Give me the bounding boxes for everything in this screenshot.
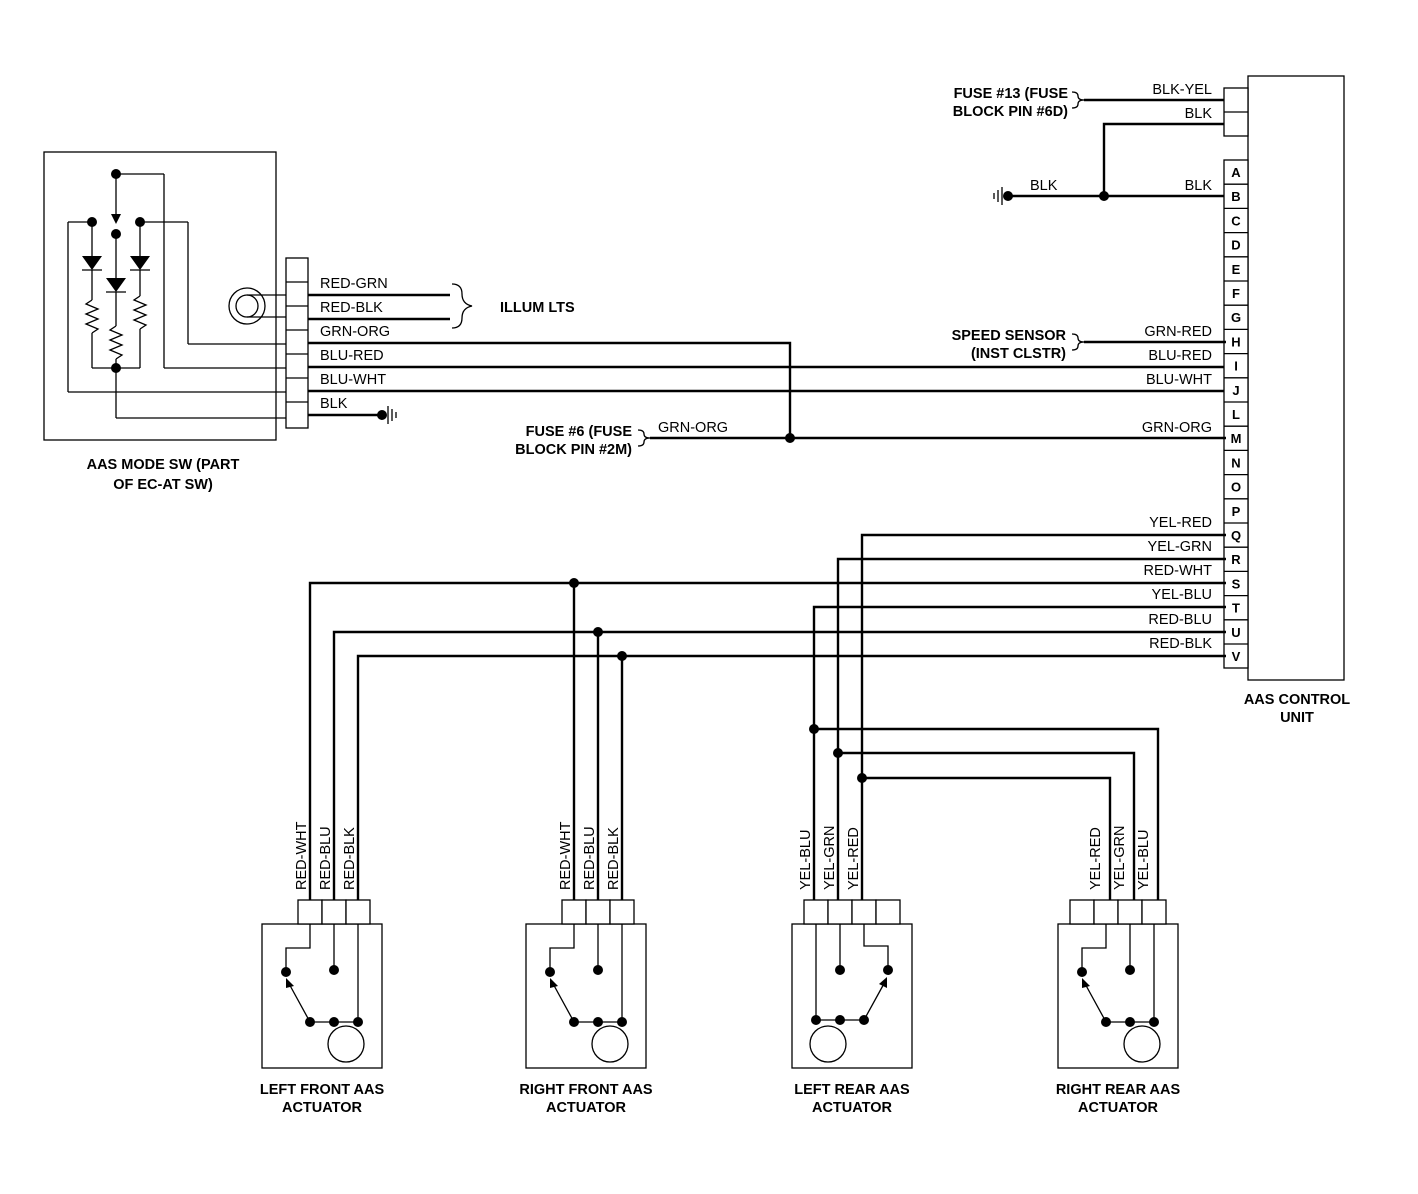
actuator-wire-label: YEL-GRN	[822, 826, 838, 890]
pin-u: U	[1231, 625, 1240, 640]
wire-label-grn-org-fuse: GRN-ORG	[658, 420, 728, 436]
pin-v: V	[1232, 649, 1241, 664]
wire-label-red-blu: RED-BLU	[1148, 612, 1212, 628]
actuator-wire-label: YEL-BLU	[798, 830, 814, 890]
pin-d: D	[1231, 238, 1240, 253]
wire-label-red-wht: RED-WHT	[1144, 563, 1213, 579]
pin-e: E	[1232, 262, 1241, 277]
illum-brace-icon	[451, 283, 473, 329]
actuator-wire-label: YEL-GRN	[1112, 826, 1128, 890]
wire-label-blu-red-unit: BLU-RED	[1148, 348, 1212, 364]
mode-switch-label-1: AAS MODE SW (PART	[87, 457, 240, 473]
wire-label-blk-ground: BLK	[1030, 178, 1058, 194]
actuator-label-2: ACTUATOR	[546, 1100, 627, 1116]
wire-label-red-grn: RED-GRN	[320, 276, 388, 292]
pin-h: H	[1231, 334, 1240, 349]
actuator-wire-label: RED-WHT	[558, 821, 574, 890]
pin-g: G	[1231, 310, 1241, 325]
mode-switch-label-2: OF EC-AT SW)	[113, 477, 213, 493]
wire-label-grn-org-unit: GRN-ORG	[1142, 420, 1212, 436]
wire-label-blk-yel: BLK-YEL	[1152, 82, 1212, 98]
actuator-label-2: ACTUATOR	[1078, 1100, 1159, 1116]
pin-q: Q	[1231, 528, 1241, 543]
actuator-wire-label: RED-BLU	[318, 826, 334, 890]
actuator-label-1: RIGHT REAR AAS	[1056, 1082, 1181, 1098]
actuator-label-2: ACTUATOR	[812, 1100, 893, 1116]
fuse13-label-1: FUSE #13 (FUSE	[954, 86, 1069, 102]
wire-label-yel-grn: YEL-GRN	[1148, 539, 1212, 555]
speed-sensor-label-1: SPEED SENSOR	[952, 328, 1067, 344]
illum-label: ILLUM LTS	[500, 300, 575, 316]
wire-label-red-blk: RED-BLK	[320, 300, 383, 316]
pin-p: P	[1232, 504, 1241, 519]
ground-icon	[387, 406, 397, 424]
pin-r: R	[1231, 552, 1241, 567]
speed-sensor-brace-icon	[1071, 333, 1085, 351]
pin-b: B	[1231, 189, 1240, 204]
control-unit-label-2: UNIT	[1280, 710, 1314, 726]
ground-icon-unit	[993, 187, 1003, 205]
pin-o: O	[1231, 480, 1241, 495]
actuator-label-1: RIGHT FRONT AAS	[519, 1082, 653, 1098]
actuator-0: RED-WHT RED-BLU RED-BLK LEFT FRONT AAS ACTUA…	[260, 821, 385, 1116]
wire-label-red-blk-unit: RED-BLK	[1149, 636, 1212, 652]
actuator-wire-label: RED-BLK	[342, 827, 358, 890]
actuator-label-2: ACTUATOR	[282, 1100, 363, 1116]
aas-mode-switch	[43, 151, 309, 441]
pin-m: M	[1231, 431, 1242, 446]
pin-l: L	[1232, 407, 1240, 422]
actuator-label-1: LEFT FRONT AAS	[260, 1082, 385, 1098]
actuator-wire-label: YEL-RED	[1088, 827, 1104, 890]
actuator-motor-icon	[327, 1025, 365, 1063]
fuse6-label-2: BLOCK PIN #2M)	[515, 442, 632, 458]
wire-label-grn-org: GRN-ORG	[320, 324, 390, 340]
actuator-motor-icon	[1123, 1025, 1161, 1063]
actuator-wire-label: YEL-RED	[846, 827, 862, 890]
wire-label-blu-wht: BLU-WHT	[320, 372, 386, 388]
actuator-label-1: LEFT REAR AAS	[794, 1082, 910, 1098]
pin-c: C	[1231, 213, 1241, 228]
fuse6-label-1: FUSE #6 (FUSE	[526, 424, 633, 440]
pin-i: I	[1234, 359, 1238, 374]
wire-label-grn-red: GRN-RED	[1144, 324, 1212, 340]
pin-s: S	[1232, 576, 1241, 591]
pin-j: J	[1232, 383, 1239, 398]
wire-label-blk-top: BLK	[1185, 106, 1213, 122]
actuator-wire-label: RED-BLK	[606, 827, 622, 890]
pin-n: N	[1231, 455, 1240, 470]
pin-f: F	[1232, 286, 1240, 301]
pin-a: A	[1231, 165, 1241, 180]
fuse13-label-2: BLOCK PIN #6D)	[953, 104, 1068, 120]
wire-label-blk: BLK	[320, 396, 348, 412]
actuator-group: RED-WHT RED-BLU RED-BLK LEFT FRONT AAS ACTUA…	[260, 821, 1181, 1116]
actuator-wire-label: RED-BLU	[582, 826, 598, 890]
wire-label-blk-b: BLK	[1185, 178, 1213, 194]
wire-label-yel-blu: YEL-BLU	[1152, 587, 1212, 603]
actuator-motor-icon	[591, 1025, 629, 1063]
wire-label-yel-red: YEL-RED	[1149, 515, 1212, 531]
actuator-wire-label: RED-WHT	[294, 821, 310, 890]
fuse6-brace-icon	[637, 429, 651, 447]
actuator-3: YEL-RED YEL-GRN YEL-BLU RIGHT REAR AAS ACTUA…	[1056, 826, 1181, 1116]
actuator-wire-label: YEL-BLU	[1136, 830, 1152, 890]
fuse13-brace-icon	[1071, 91, 1085, 109]
aas-control-unit	[1223, 75, 1345, 681]
speed-sensor-label-2: (INST CLSTR)	[971, 346, 1066, 362]
wire-label-blu-red: BLU-RED	[320, 348, 384, 364]
actuator-2: YEL-BLU YEL-GRN YEL-RED LEFT REAR AAS ACTUAT…	[791, 826, 913, 1116]
control-unit-label-1: AAS CONTROL	[1244, 692, 1350, 708]
actuator-motor-icon	[809, 1025, 847, 1063]
actuator-1: RED-WHT RED-BLU RED-BLK RIGHT FRONT AAS ACTU…	[519, 821, 653, 1116]
wire-label-blu-wht-unit: BLU-WHT	[1146, 372, 1212, 388]
pin-t: T	[1232, 601, 1240, 616]
